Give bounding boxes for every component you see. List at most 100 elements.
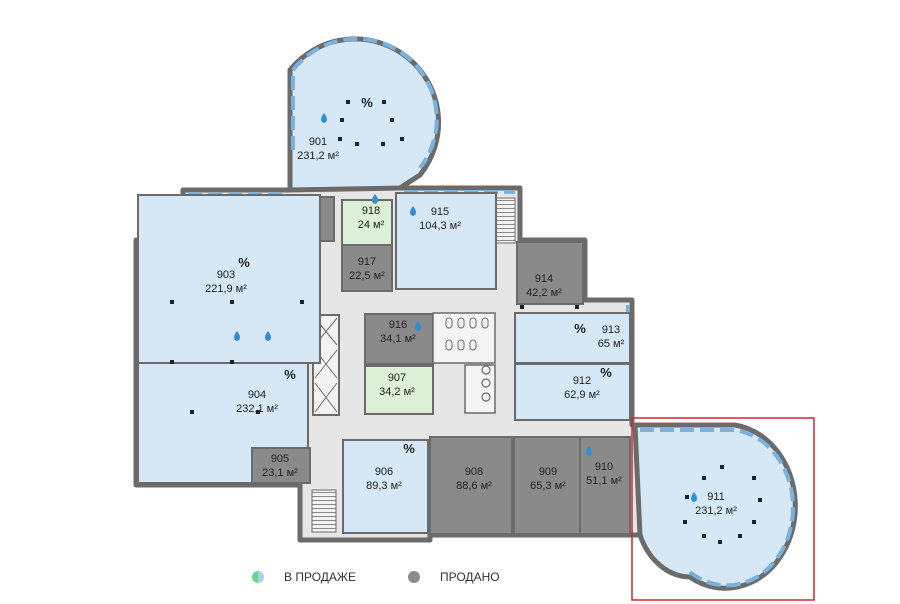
room-number: 905 xyxy=(271,453,289,465)
room-number: 918 xyxy=(362,205,380,217)
technical-room xyxy=(464,364,496,414)
column-marker xyxy=(702,534,706,538)
legend: В ПРОДАЖЕ ПРОДАНО xyxy=(0,570,900,590)
room-number: 906 xyxy=(375,466,393,478)
water-drop-icon xyxy=(321,113,327,123)
column-marker xyxy=(230,360,234,364)
room-906-shape[interactable] xyxy=(342,439,429,534)
room-number: 910 xyxy=(595,461,613,473)
room-number: 901 xyxy=(309,136,327,148)
room-area: 88,6 м² xyxy=(456,480,492,492)
room-903-shape[interactable] xyxy=(137,194,321,364)
room-area: 62,9 м² xyxy=(564,389,600,401)
percent-icon: % xyxy=(238,255,250,270)
room-917[interactable]: 917 22,5 м² xyxy=(341,244,393,292)
percent-icon: % xyxy=(600,365,612,380)
water-drop-icon xyxy=(265,331,271,341)
room-901[interactable]: 901 231,2 м²% xyxy=(297,95,373,162)
column-marker xyxy=(338,137,342,141)
room-area: 221,9 м² xyxy=(205,283,247,295)
percent-icon: % xyxy=(574,321,586,336)
column-marker xyxy=(300,300,304,304)
room-912[interactable]: 912 62,9 м²% xyxy=(514,363,631,421)
column-marker xyxy=(683,520,687,524)
room-area: 65 м² xyxy=(598,338,625,350)
column-marker xyxy=(382,100,386,104)
water-drop-icon xyxy=(372,194,378,204)
legend-sold-label: ПРОДАНО xyxy=(440,570,500,584)
water-drop-icon xyxy=(410,206,416,216)
room-909-shape[interactable] xyxy=(513,436,581,535)
room-915-shape[interactable] xyxy=(395,192,497,290)
column-marker xyxy=(720,465,724,469)
column-marker xyxy=(170,360,174,364)
percent-icon: % xyxy=(403,441,415,456)
room-907-shape[interactable] xyxy=(364,365,434,415)
room-area: 22,5 м² xyxy=(349,270,385,282)
room-area: 65,3 м² xyxy=(530,480,566,492)
room-906[interactable]: 906 89,3 м²% xyxy=(342,439,429,534)
room-908-shape[interactable] xyxy=(429,436,513,535)
water-drop-icon xyxy=(586,446,592,456)
room-area: 23,1 м² xyxy=(262,467,298,479)
column-marker xyxy=(520,305,524,309)
elevator-cross-icon xyxy=(314,317,338,413)
room-number: 911 xyxy=(707,491,725,503)
room-905[interactable]: 905 23,1 м² xyxy=(251,447,311,484)
stairs xyxy=(311,489,337,533)
column-marker xyxy=(256,410,260,414)
green-blue-dot-icon xyxy=(252,571,264,583)
room-914-shape[interactable] xyxy=(516,241,584,305)
column-marker xyxy=(718,540,722,544)
column-marker xyxy=(752,476,756,480)
column-marker xyxy=(381,142,385,146)
room-area: 232,1 м² xyxy=(236,403,278,415)
column-marker xyxy=(355,142,359,146)
column-marker xyxy=(685,495,689,499)
room-917-shape[interactable] xyxy=(341,244,393,292)
room-area: 34,1 м² xyxy=(380,333,416,345)
room-913-shape[interactable] xyxy=(514,312,631,364)
column-marker xyxy=(758,498,762,502)
room-910[interactable]: 910 51,1 м² xyxy=(579,436,631,535)
water-drop-icon xyxy=(691,492,697,502)
room-number: 915 xyxy=(431,206,449,218)
room-918-shape[interactable] xyxy=(341,199,393,246)
room-918[interactable]: 918 24 м² xyxy=(341,194,393,246)
room-area: 231,2 м² xyxy=(695,505,737,517)
room-903[interactable]: 903 221,9 м²% xyxy=(137,194,321,364)
room-number: 903 xyxy=(217,269,235,281)
room-area: 51,1 м² xyxy=(586,475,622,487)
percent-icon: % xyxy=(361,95,373,110)
grey-dot-icon xyxy=(408,571,420,583)
room-number: 917 xyxy=(358,256,376,268)
column-marker xyxy=(702,476,706,480)
room-912-shape[interactable] xyxy=(514,363,631,421)
column-marker xyxy=(340,118,344,122)
room-916-shape[interactable] xyxy=(364,313,434,365)
room-area: 34,2 м² xyxy=(379,386,415,398)
legend-item-sale: В ПРОДАЖЕ xyxy=(252,570,356,584)
room-number: 912 xyxy=(573,375,591,387)
room-area: 42,2 м² xyxy=(526,287,562,299)
room-area: 89,3 м² xyxy=(366,480,402,492)
room-area: 24 м² xyxy=(358,219,385,231)
room-number: 914 xyxy=(535,273,553,285)
column-marker xyxy=(170,300,174,304)
legend-item-sold: ПРОДАНО xyxy=(408,570,500,584)
room-area: 231,2 м² xyxy=(297,150,339,162)
room-905-shape[interactable] xyxy=(251,447,311,484)
room-number: 913 xyxy=(602,324,620,336)
room-911[interactable]: 911 231,2 м² xyxy=(691,491,737,517)
ventilation-icons xyxy=(481,365,491,402)
room-913[interactable]: 913 65 м²% xyxy=(514,312,631,364)
column-marker xyxy=(230,300,234,304)
column-marker xyxy=(346,100,350,104)
room-914[interactable]: 914 42,2 м² xyxy=(516,241,584,305)
